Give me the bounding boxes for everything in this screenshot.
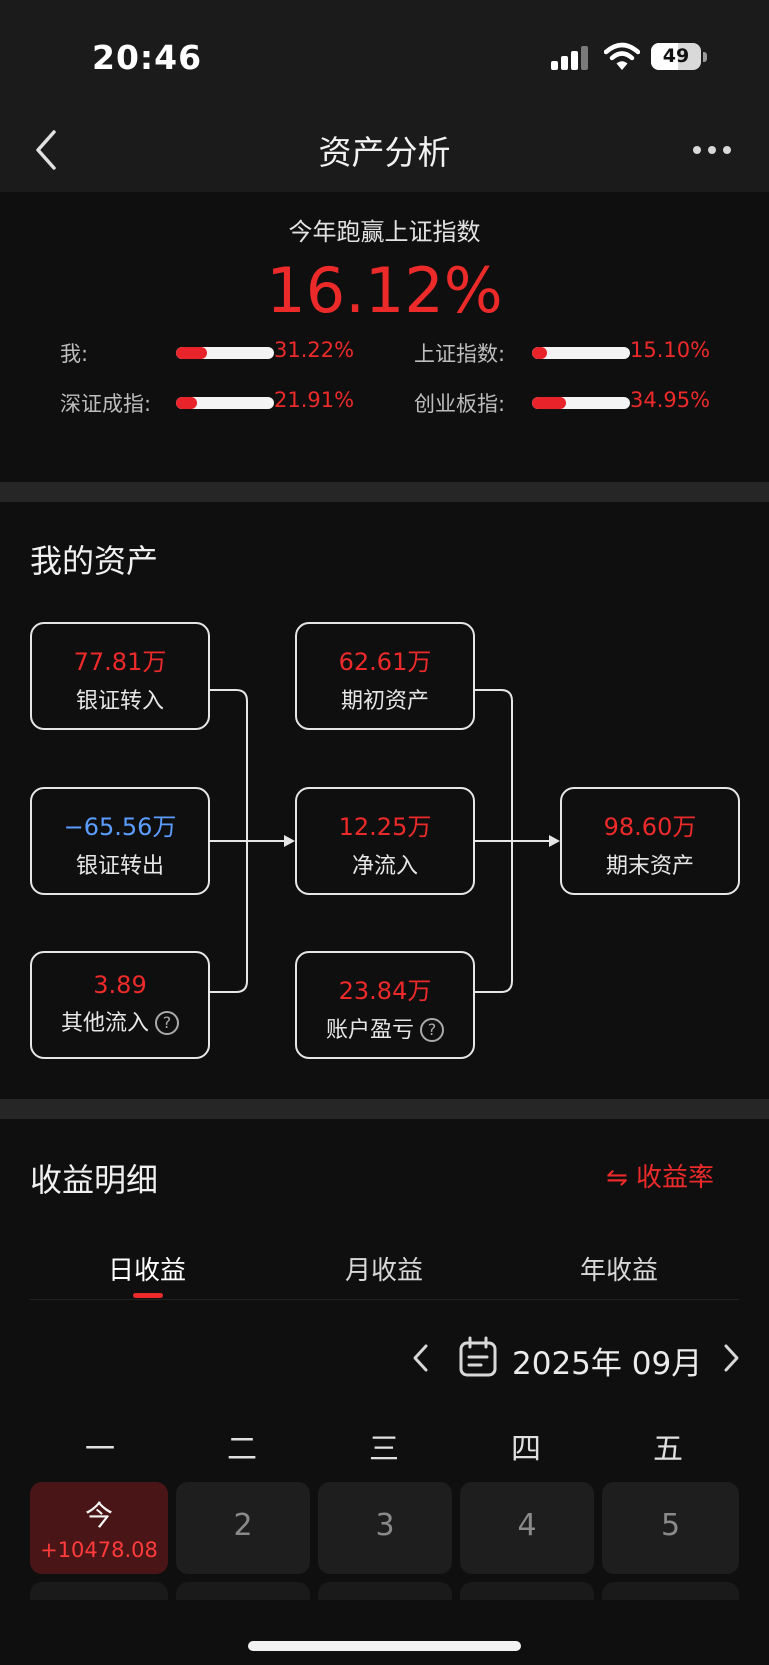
- calendar-day-next-row: [460, 1582, 594, 1602]
- day-label: 5: [660, 1508, 681, 1543]
- performance-title: 今年跑赢上证指数: [288, 218, 481, 246]
- node-value: 77.81万: [73, 648, 167, 676]
- comparison-label: 上证指数:: [414, 342, 506, 366]
- comparison-me: 我: 31.22%: [60, 338, 360, 368]
- calendar-day-next-row: [176, 1582, 310, 1602]
- calendar-day-next-row: [602, 1582, 739, 1602]
- more-icon[interactable]: [693, 146, 733, 156]
- comparison-value: 15.10%: [630, 338, 711, 362]
- performance-value: 16.12%: [266, 254, 503, 327]
- day-label: 4: [517, 1508, 537, 1543]
- performance-card: 今年跑赢上证指数 16.12% 我: 31.22% 上证指数: 15.10% 深…: [0, 192, 769, 482]
- day-label: 今: [84, 1499, 113, 1532]
- node-value: 62.61万: [338, 648, 432, 676]
- chevron-left-icon[interactable]: [30, 126, 74, 174]
- comparison-label: 我:: [60, 342, 89, 366]
- tab-yearly[interactable]: 年收益: [580, 1256, 659, 1286]
- node-value: 12.25万: [338, 813, 432, 841]
- chevron-right-icon[interactable]: [718, 1342, 744, 1374]
- section-divider: [0, 482, 769, 502]
- node-value: 3.89: [93, 971, 147, 999]
- calendar-day[interactable]: 2: [176, 1482, 310, 1574]
- node-label-text: 其他流入: [60, 1011, 149, 1036]
- comparison-bar: [176, 347, 274, 359]
- calendar-icon[interactable]: [458, 1336, 498, 1378]
- home-indicator[interactable]: [248, 1641, 521, 1651]
- asset-flow-connectors: [210, 689, 560, 993]
- tab-divider: [30, 1299, 739, 1300]
- calendar-day-next-row: [318, 1582, 452, 1602]
- comparison-sse: 上证指数: 15.10%: [414, 338, 714, 368]
- asset-node-begin: 62.61万 期初资产: [295, 622, 475, 730]
- calendar-day[interactable]: 5: [602, 1482, 739, 1574]
- bottom-safe-area: [0, 1600, 769, 1665]
- comparison-value: 21.91%: [274, 388, 355, 412]
- rate-toggle-button[interactable]: ⇋ 收益率: [606, 1163, 715, 1193]
- node-label: 其他流入?: [32, 1005, 208, 1037]
- wifi-icon: [604, 42, 640, 70]
- battery-level: 49: [662, 45, 690, 67]
- comparison-szse: 深证成指: 21.91%: [60, 388, 360, 418]
- signal-icon: [551, 46, 591, 70]
- chevron-left-icon[interactable]: [408, 1342, 434, 1374]
- question-circle-icon[interactable]: ?: [420, 1018, 444, 1042]
- node-value: 23.84万: [338, 977, 432, 1005]
- weekday-label: 一: [85, 1432, 115, 1467]
- status-bar: 20:46 49: [0, 0, 769, 110]
- comparison-bar: [532, 347, 630, 359]
- earnings-title: 收益明细: [30, 1161, 159, 1199]
- comparison-label: 创业板指:: [414, 392, 506, 416]
- comparison-chinext: 创业板指: 34.95%: [414, 388, 724, 418]
- comparison-label: 深证成指:: [60, 392, 152, 416]
- node-label: 期末资产: [605, 854, 694, 879]
- calendar-day[interactable]: 4: [460, 1482, 594, 1574]
- node-label: 银证转出: [75, 854, 164, 879]
- tab-daily[interactable]: 日收益: [108, 1256, 187, 1286]
- asset-node-net-in: 12.25万 净流入: [295, 787, 475, 895]
- comparison-bar: [532, 397, 630, 409]
- node-label: 期初资产: [340, 689, 429, 714]
- comparison-value: 31.22%: [274, 338, 355, 362]
- day-label: 3: [375, 1508, 395, 1543]
- asset-node-end: 98.60万 期末资产: [560, 787, 740, 895]
- question-circle-icon[interactable]: ?: [155, 1011, 179, 1035]
- node-label: 账户盈亏?: [297, 1012, 473, 1044]
- comparison-value: 34.95%: [630, 388, 711, 412]
- node-value: 98.60万: [603, 813, 697, 841]
- node-label: 银证转入: [75, 689, 164, 714]
- page-title: 资产分析: [318, 133, 451, 172]
- asset-node-transfer-in: 77.81万 银证转入: [30, 622, 210, 730]
- weekday-label: 二: [227, 1432, 257, 1467]
- node-label: 净流入: [351, 854, 418, 879]
- weekday-label: 四: [511, 1432, 541, 1467]
- day-label: 2: [233, 1508, 253, 1543]
- battery-icon: 49: [651, 43, 701, 70]
- node-label-text: 账户盈亏: [325, 1018, 414, 1043]
- weekday-label: 三: [369, 1432, 399, 1467]
- asset-node-other-in[interactable]: 3.89 其他流入?: [30, 951, 210, 1059]
- tab-indicator: [133, 1293, 163, 1298]
- status-time: 20:46: [92, 38, 203, 77]
- calendar-day-today[interactable]: 今 +10478.08: [30, 1482, 168, 1574]
- section-divider: [0, 1099, 769, 1119]
- day-gain: +10478.08: [40, 1538, 158, 1562]
- comparison-bar: [176, 397, 274, 409]
- calendar-day[interactable]: 3: [318, 1482, 452, 1574]
- calendar-day-next-row: [30, 1582, 168, 1602]
- node-value: −65.56万: [63, 813, 177, 841]
- month-label[interactable]: 2025年 09月: [512, 1346, 703, 1382]
- assets-title: 我的资产: [30, 542, 159, 580]
- weekday-label: 五: [653, 1432, 683, 1467]
- battery-tip: [703, 52, 707, 62]
- asset-node-pnl[interactable]: 23.84万 账户盈亏?: [295, 951, 475, 1059]
- nav-bar: 资产分析: [0, 110, 769, 192]
- asset-node-transfer-out: −65.56万 银证转出: [30, 787, 210, 895]
- tab-monthly[interactable]: 月收益: [345, 1256, 424, 1286]
